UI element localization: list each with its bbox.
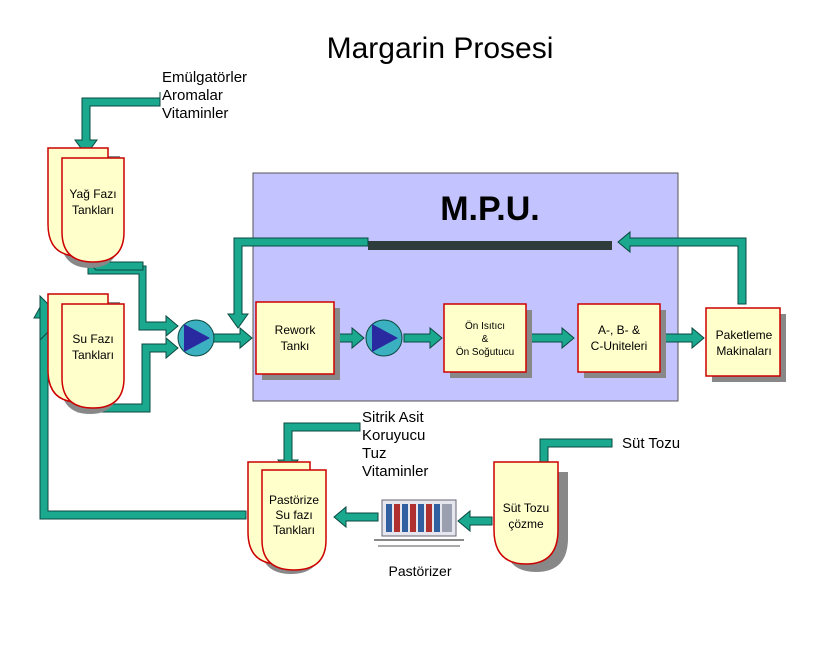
process-pump-icon bbox=[365, 319, 403, 357]
rework-to-pump-arrow bbox=[337, 326, 365, 350]
water-additive-label-2: Koruyucu bbox=[362, 427, 425, 444]
mpu-label: M.P.U. bbox=[440, 190, 540, 228]
milk-to-pasteurizer-arrow bbox=[457, 509, 493, 533]
oil-tank-line-2: Tankları bbox=[72, 203, 114, 217]
rework-line-2: Tankı bbox=[281, 339, 310, 353]
water-additive-label-4: Vitaminler bbox=[362, 463, 428, 480]
preheater-line-1: Ön Isıtıcı bbox=[465, 320, 505, 332]
water-additive-label-1: Sitrik Asit bbox=[362, 409, 425, 426]
packaging-line-2: Makinaları bbox=[716, 344, 771, 358]
milk-powder-tank: Süt Tozu çözme bbox=[493, 461, 568, 572]
packaging-return-arrow bbox=[617, 230, 747, 305]
water-phase-tank: Su Fazı Tankları bbox=[47, 293, 125, 414]
pasteurized-tank-line-3: Tankları bbox=[273, 523, 315, 537]
abc-units-box: A-, B- & C-Uniteleri bbox=[577, 303, 666, 378]
oil-additive-label-2: Aromalar bbox=[162, 87, 223, 104]
packaging-line-1: Paketleme bbox=[716, 328, 773, 342]
water-tank-line-2: Tankları bbox=[72, 348, 114, 362]
preheater-to-abc-arrow bbox=[529, 326, 575, 350]
milk-tank-line-2: çözme bbox=[508, 517, 544, 531]
feed-pump-icon bbox=[177, 319, 215, 357]
oil-additive-label-1: Emülgatörler bbox=[162, 69, 247, 86]
rework-return-bar bbox=[368, 241, 612, 250]
rework-line-1: Rework bbox=[275, 323, 317, 337]
preheater-box: Ön Isıtıcı & Ön Soğutucu bbox=[443, 303, 532, 378]
pasteurized-tank-line-2: Su fazı bbox=[275, 508, 312, 522]
pasteurized-tank-line-1: Pastörize bbox=[269, 493, 319, 507]
pasteurizer-icon bbox=[374, 499, 464, 547]
diagram-title: Margarin Prosesi bbox=[327, 32, 554, 65]
pasteurized-water-tank: Pastörize Su fazı Tankları bbox=[247, 461, 327, 574]
oil-phase-tank: Yağ Fazı Tankları bbox=[47, 147, 125, 268]
oil-additive-label-3: Vitaminler bbox=[162, 105, 228, 122]
milk-powder-input-label: Süt Tozu bbox=[622, 435, 680, 452]
oil-tank-line-1: Yağ Fazı bbox=[69, 187, 116, 201]
pump-to-rework-arrow bbox=[211, 326, 253, 350]
preheater-line-2: & bbox=[482, 334, 489, 345]
milk-tank-line-1: Süt Tozu bbox=[503, 501, 549, 515]
abc-to-packaging-arrow bbox=[663, 326, 705, 350]
pasteurizer-label: Pastörizer bbox=[388, 563, 451, 579]
rework-return-arrow bbox=[227, 237, 369, 329]
rework-tank-box: Rework Tankı bbox=[255, 301, 340, 380]
abc-line-2: C-Uniteleri bbox=[591, 339, 648, 353]
preheater-line-3: Ön Soğutucu bbox=[456, 346, 514, 358]
pasteurizer-to-tank-arrow bbox=[333, 505, 379, 529]
packaging-box: Paketleme Makinaları bbox=[705, 307, 786, 382]
oil-to-pump-arrow bbox=[87, 258, 179, 338]
abc-line-1: A-, B- & bbox=[598, 323, 640, 337]
water-tank-line-1: Su Fazı bbox=[72, 332, 113, 346]
pump-to-preheater-arrow bbox=[403, 326, 443, 350]
oil-additive-arrow bbox=[74, 92, 161, 156]
water-additive-label-3: Tuz bbox=[362, 445, 386, 462]
